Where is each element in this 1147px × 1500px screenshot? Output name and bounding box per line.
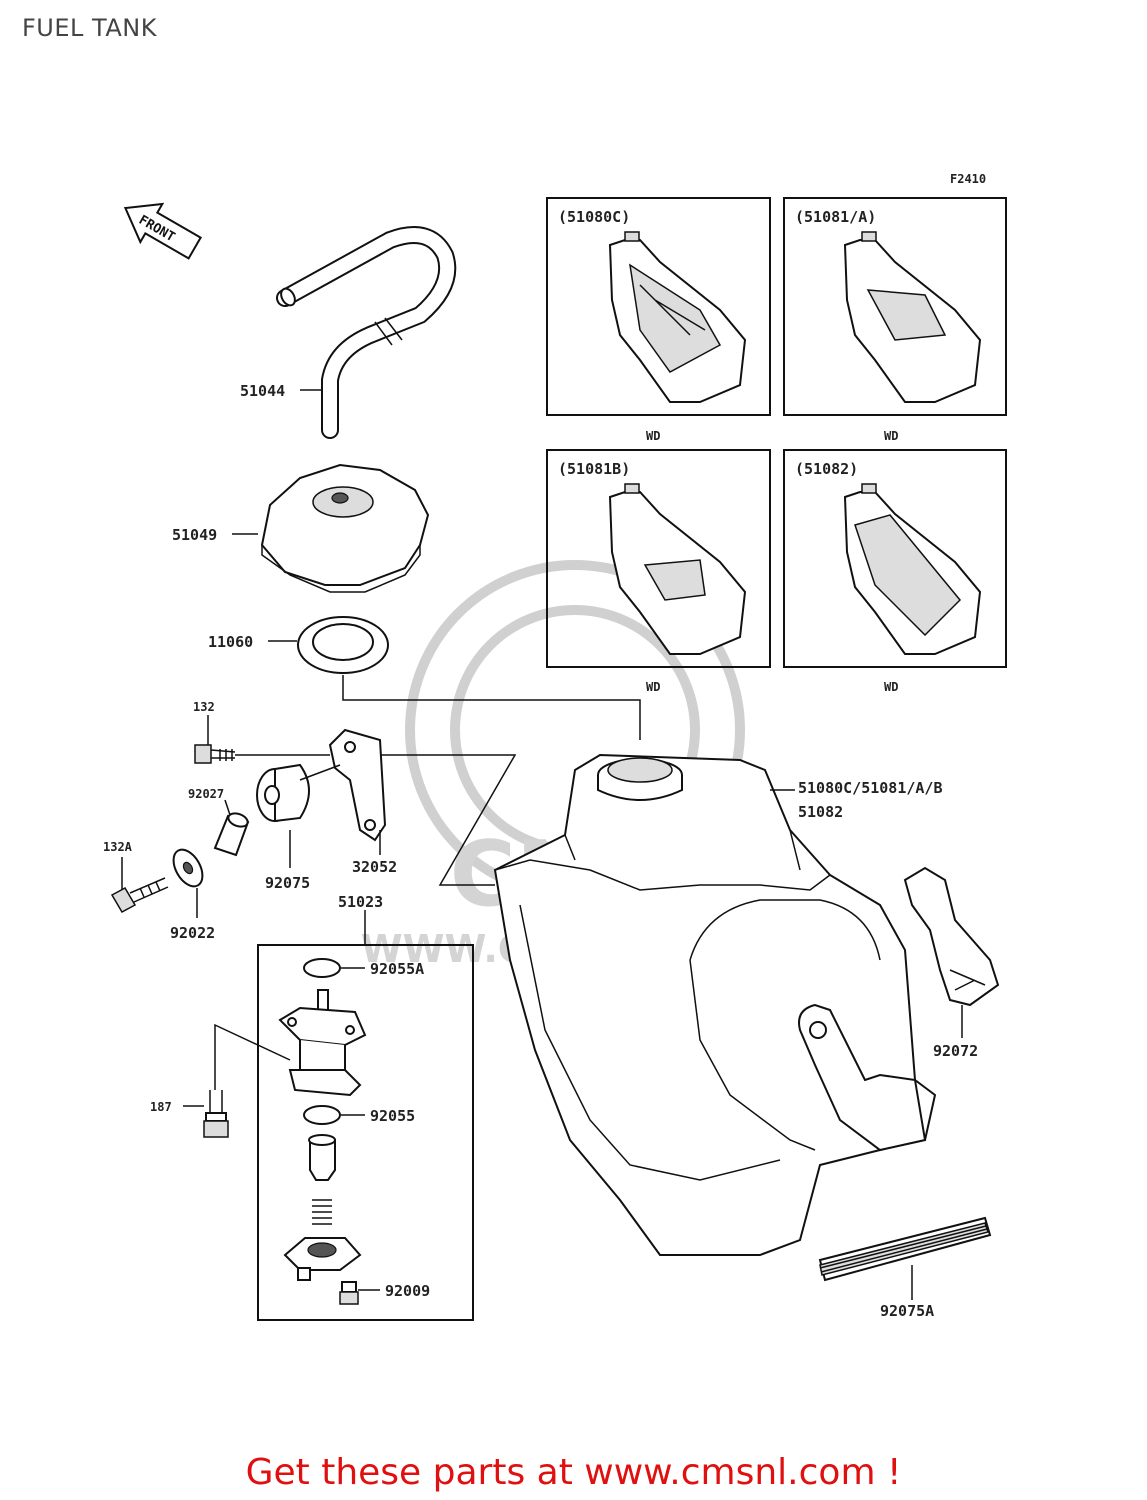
label-32052: 32052 bbox=[352, 858, 397, 876]
label-51023: 51023 bbox=[338, 893, 383, 911]
label-tank-1: 51080C/51081/A/B bbox=[798, 779, 943, 797]
strap-92072 bbox=[903, 866, 1000, 1007]
variant-box-2: (51081/A) WD bbox=[783, 197, 1007, 443]
label-92075: 92075 bbox=[265, 874, 310, 892]
label-92075A: 92075A bbox=[880, 1302, 934, 1320]
variant-code-3: (51081B) bbox=[558, 460, 630, 478]
fuel-cap bbox=[260, 463, 430, 593]
screw-92009 bbox=[339, 1281, 359, 1305]
page-title: FUEL TANK bbox=[22, 14, 157, 42]
variant-note-2: WD bbox=[884, 429, 898, 443]
valve-parts bbox=[283, 1134, 362, 1281]
variant-box-4: (51082) WD bbox=[783, 449, 1007, 694]
bracket-32052 bbox=[328, 728, 387, 842]
pad-92075A bbox=[818, 1216, 992, 1282]
o-ring-92055 bbox=[303, 1105, 341, 1125]
variant-note-1: WD bbox=[646, 429, 660, 443]
damper-92075 bbox=[256, 763, 341, 823]
breather-hose bbox=[276, 226, 457, 439]
label-92009: 92009 bbox=[385, 1282, 430, 1300]
bolt-132A bbox=[110, 877, 169, 914]
label-92022: 92022 bbox=[170, 924, 215, 942]
label-11060: 11060 bbox=[208, 633, 253, 651]
variant-note-4: WD bbox=[884, 680, 898, 694]
variant-box-3: (51081B) WD bbox=[546, 449, 771, 694]
label-51049: 51049 bbox=[172, 526, 217, 544]
label-187: 187 bbox=[150, 1100, 172, 1114]
variant-note-3: WD bbox=[646, 680, 660, 694]
label-132A: 132A bbox=[103, 840, 133, 854]
label-132: 132 bbox=[193, 700, 215, 714]
variant-code-2: (51081/A) bbox=[795, 208, 876, 226]
variant-box-1: (51080C) WD bbox=[546, 197, 771, 443]
figure-code: F2410 bbox=[950, 172, 986, 186]
label-92055: 92055 bbox=[370, 1107, 415, 1125]
label-51044: 51044 bbox=[240, 382, 285, 400]
label-92055A: 92055A bbox=[370, 960, 424, 978]
bolt-132 bbox=[194, 744, 236, 764]
fuel-cock-assembly-box bbox=[257, 944, 474, 1321]
footer-link[interactable]: Get these parts at www.cmsnl.com ! bbox=[245, 1452, 902, 1493]
label-92027: 92027 bbox=[188, 787, 224, 801]
front-arrow-icon: FRONT bbox=[123, 202, 203, 260]
washer-92022 bbox=[172, 848, 204, 888]
parts-diagram: CMS WWW.CMSNL.COM F2410 FRONT (51080C) W… bbox=[103, 172, 1007, 1321]
fuel-cock-body bbox=[278, 989, 367, 1097]
o-ring-92055A bbox=[303, 958, 341, 978]
variant-code-1: (51080C) bbox=[558, 208, 630, 226]
cap-gasket bbox=[297, 616, 389, 674]
fuel-tank bbox=[493, 753, 937, 1256]
collar-92027 bbox=[213, 812, 250, 857]
label-92072: 92072 bbox=[933, 1042, 978, 1060]
variant-code-4: (51082) bbox=[795, 460, 858, 478]
screw-187 bbox=[203, 1090, 229, 1138]
label-tank-2: 51082 bbox=[798, 803, 843, 821]
